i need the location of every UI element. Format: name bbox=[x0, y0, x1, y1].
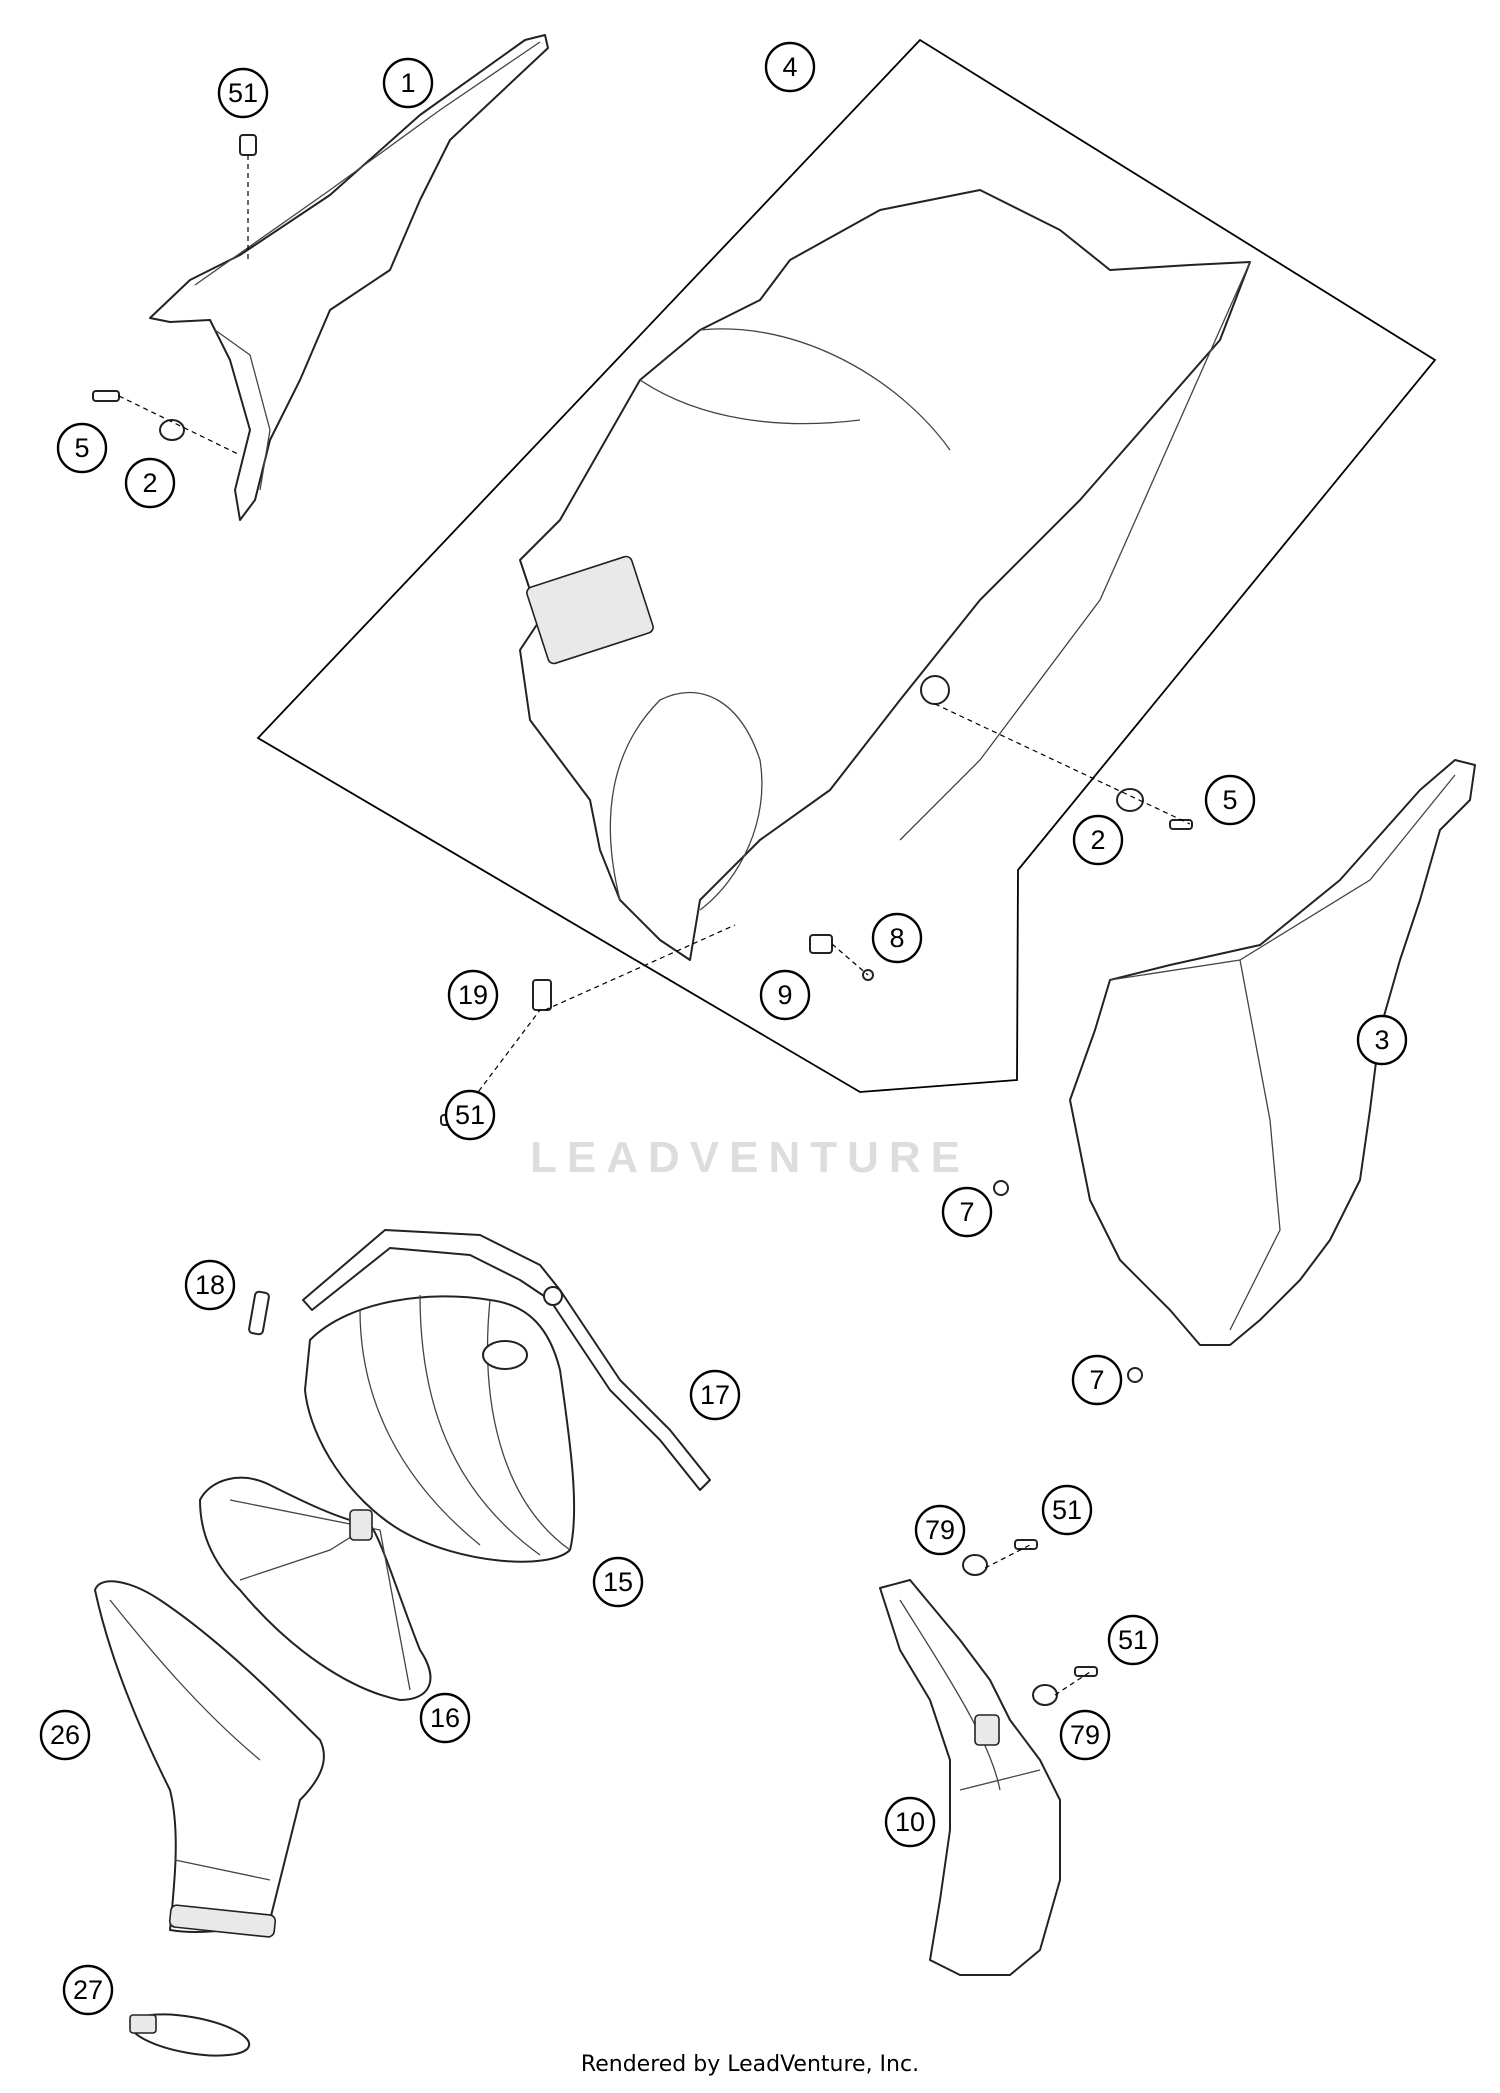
callout-51: 51 bbox=[217, 67, 269, 119]
svg-text:1: 1 bbox=[400, 68, 415, 98]
assembly-frame bbox=[256, 38, 1437, 1093]
svg-text:79: 79 bbox=[925, 1515, 955, 1545]
callout-18: 18 bbox=[184, 1259, 236, 1311]
svg-text:51: 51 bbox=[228, 78, 258, 108]
callout-2: 2 bbox=[1072, 814, 1124, 866]
part-15-filter bbox=[304, 1294, 576, 1563]
part-26-intake-boot bbox=[94, 1580, 325, 1938]
svg-text:79: 79 bbox=[1070, 1720, 1100, 1750]
part-27-clamp bbox=[129, 2013, 251, 2057]
callout-9: 9 bbox=[759, 969, 811, 1021]
svg-text:19: 19 bbox=[458, 980, 488, 1010]
part-3-right-cover bbox=[1069, 759, 1476, 1346]
part-18-pin bbox=[248, 1290, 270, 1336]
footer-credit: Rendered by LeadVenture, Inc. bbox=[580, 2052, 920, 2077]
callout-79: 79 bbox=[914, 1504, 966, 1556]
svg-text:3: 3 bbox=[1374, 1025, 1389, 1055]
svg-text:51: 51 bbox=[1118, 1625, 1148, 1655]
svg-text:18: 18 bbox=[195, 1270, 225, 1300]
callout-7: 7 bbox=[1071, 1354, 1123, 1406]
callout-27: 27 bbox=[62, 1964, 114, 2016]
svg-text:10: 10 bbox=[895, 1807, 925, 1837]
svg-text:7: 7 bbox=[1089, 1365, 1104, 1395]
part-10-snorkel bbox=[879, 1579, 1061, 1976]
svg-text:5: 5 bbox=[74, 433, 89, 463]
callout-26: 26 bbox=[39, 1709, 91, 1761]
callout-10: 10 bbox=[884, 1796, 936, 1848]
part-17-holder bbox=[302, 1229, 711, 1491]
part-16-cage bbox=[199, 1476, 432, 1701]
callout-2: 2 bbox=[124, 457, 176, 509]
svg-text:51: 51 bbox=[1052, 1495, 1082, 1525]
callout-51: 51 bbox=[1041, 1484, 1093, 1536]
part-1-left-bracket bbox=[149, 34, 549, 521]
svg-text:7: 7 bbox=[959, 1197, 974, 1227]
svg-text:5: 5 bbox=[1222, 785, 1237, 815]
callout-51: 51 bbox=[444, 1089, 496, 1141]
svg-text:8: 8 bbox=[889, 923, 904, 953]
svg-text:16: 16 bbox=[430, 1703, 460, 1733]
svg-text:27: 27 bbox=[73, 1975, 103, 2005]
svg-text:2: 2 bbox=[1090, 825, 1105, 855]
callout-79: 79 bbox=[1059, 1709, 1111, 1761]
svg-text:2: 2 bbox=[142, 468, 157, 498]
callout-17: 17 bbox=[689, 1369, 741, 1421]
callout-5: 5 bbox=[1204, 774, 1256, 826]
watermark: LEADVENTURE bbox=[530, 1133, 970, 1182]
callout-1: 1 bbox=[382, 57, 434, 109]
part-4-airbox bbox=[519, 189, 1251, 961]
callout-19: 19 bbox=[447, 969, 499, 1021]
callout-7: 7 bbox=[941, 1186, 993, 1238]
callout-4: 4 bbox=[764, 41, 816, 93]
callout-3: 3 bbox=[1356, 1014, 1408, 1066]
svg-text:17: 17 bbox=[700, 1380, 730, 1410]
callout-16: 16 bbox=[419, 1692, 471, 1744]
svg-text:9: 9 bbox=[777, 980, 792, 1010]
svg-text:4: 4 bbox=[782, 52, 797, 82]
svg-text:15: 15 bbox=[603, 1567, 633, 1597]
callout-15: 15 bbox=[592, 1556, 644, 1608]
callout-8: 8 bbox=[871, 912, 923, 964]
callout-5: 5 bbox=[56, 422, 108, 474]
svg-text:51: 51 bbox=[455, 1100, 485, 1130]
svg-text:26: 26 bbox=[50, 1720, 80, 1750]
callout-51: 51 bbox=[1107, 1614, 1159, 1666]
